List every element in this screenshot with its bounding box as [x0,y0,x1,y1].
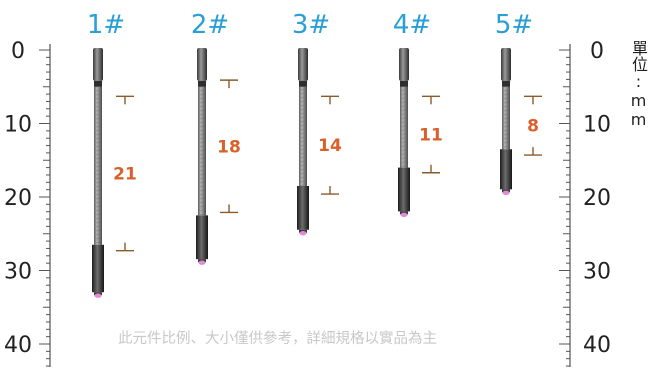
probe-4 [398,48,410,218]
dimension-value-1: 21 [113,164,137,184]
probe-head [501,48,511,81]
right-scale-label: 20 [583,186,611,211]
scale-layer: 0 10 20 30 40 0 10 20 30 40 [4,39,611,367]
probe-head [399,48,409,81]
disclaimer-note: 此元件比例、大小僅供參考，詳細規格以實品為主 [118,331,437,347]
probe-5 [500,48,512,196]
dimension-value-3: 14 [318,136,342,156]
probe-label-4: 4# [393,10,431,40]
probe-shaft-coil [94,86,102,245]
probe-1 [92,48,104,298]
probe-3 [297,48,309,236]
probe-shaft-coil [502,86,510,150]
dimension-value-5: 8 [527,117,539,137]
right-scale-label: 0 [590,39,604,64]
probe-collar [502,80,510,87]
probe-tip [502,190,510,196]
probe-body [297,185,309,230]
unit-label: 單位:mm [629,40,648,129]
right-scale-label: 40 [583,333,611,358]
right-scale-label: 10 [583,113,611,138]
right-scale-label: 30 [583,260,611,285]
dimension-value-2: 18 [217,137,241,157]
probe-head [298,48,308,81]
probe-head [93,48,103,81]
probe-label-5: 5# [495,10,533,40]
probes-layer [92,48,512,298]
left-scale-label: 20 [4,186,32,211]
probe-body [196,215,208,260]
labels-layer: 1# 21 2# 18 3# 14 4# 11 5# 8 [87,10,542,252]
probe-head [197,48,207,81]
probe-collar [400,80,408,87]
probe-body [398,167,410,212]
probe-2 [196,48,208,265]
probe-label-2: 2# [191,10,229,40]
probe-collar [94,80,102,87]
probe-shaft-coil [299,86,307,186]
left-scale-label: 30 [4,260,32,285]
probe-tip [299,231,307,236]
probe-label-1: 1# [87,10,125,40]
probe-tip [94,293,102,298]
probe-tip [198,260,206,265]
dimension-value-4: 11 [419,126,443,146]
left-scale-label: 40 [4,333,32,358]
left-scale-label: 0 [11,39,25,64]
probe-shaft-coil [198,86,206,216]
probe-shaft-coil [400,86,408,168]
probe-body [500,149,512,190]
probe-tip [400,212,408,218]
probe-label-3: 3# [292,10,330,40]
probe-body [92,244,104,293]
probe-collar [198,80,206,87]
left-scale-label: 10 [4,113,32,138]
probe-collar [299,80,307,87]
